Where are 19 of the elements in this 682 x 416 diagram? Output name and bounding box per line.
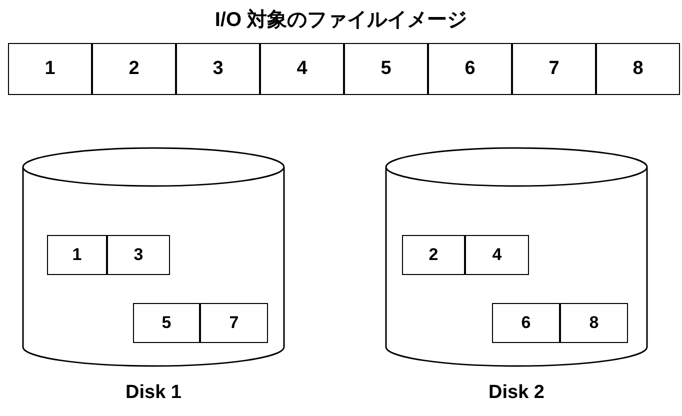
data-block: 3	[107, 235, 170, 275]
data-block: 1	[47, 235, 107, 275]
data-block: 6	[492, 303, 560, 343]
file-block: 3	[176, 43, 260, 95]
data-block: 4	[465, 235, 529, 275]
file-block: 1	[8, 43, 92, 95]
disk-label: Disk 1	[126, 382, 182, 404]
data-block: 7	[200, 303, 268, 343]
file-block: 6	[428, 43, 512, 95]
data-block: 8	[560, 303, 628, 343]
file-block: 7	[512, 43, 596, 95]
file-block: 8	[596, 43, 680, 95]
diagram-title: I/O 対象のファイルイメージ	[214, 8, 468, 33]
file-block: 4	[260, 43, 344, 95]
data-block: 5	[133, 303, 200, 343]
file-block: 5	[344, 43, 428, 95]
data-block: 2	[402, 235, 465, 275]
disk-label: Disk 2	[488, 382, 544, 404]
file-block: 2	[92, 43, 176, 95]
